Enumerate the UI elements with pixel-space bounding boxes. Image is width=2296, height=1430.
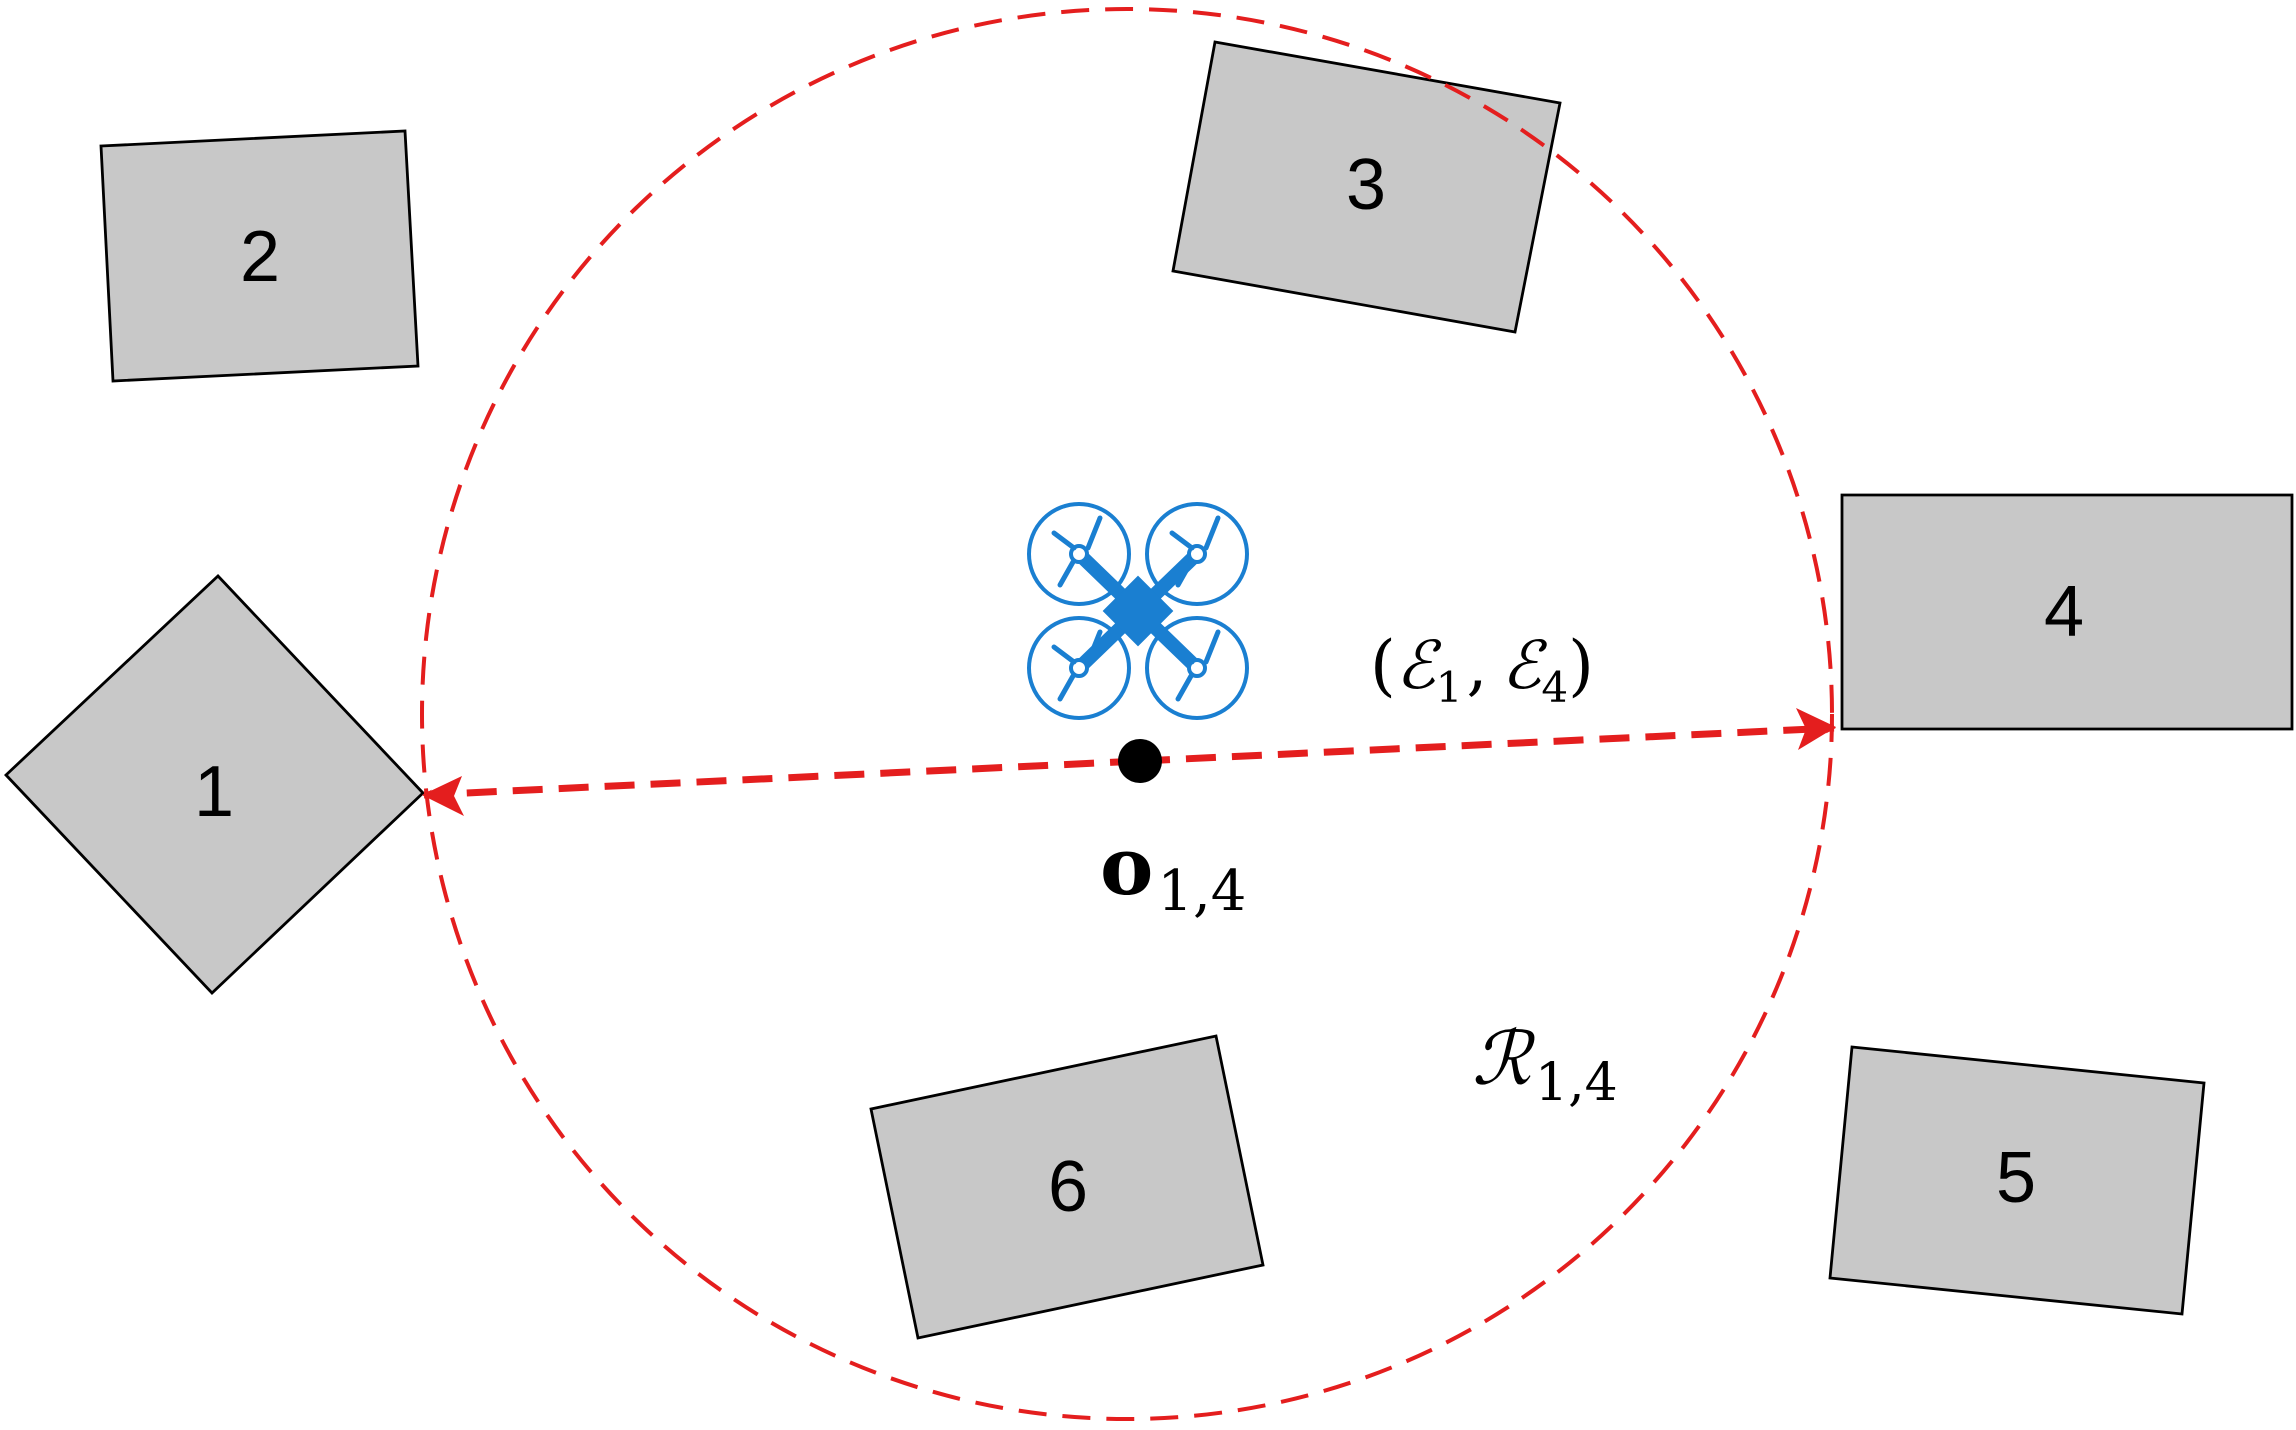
obstacle-2: 2 [99, 129, 420, 383]
obstacle-1-label: 1 [194, 752, 234, 832]
obstacle-5-label: 5 [1996, 1138, 2036, 1218]
pair-label: (ℰ1,ℰ4) [1370, 627, 1594, 712]
obstacle-4-label: 4 [2044, 572, 2084, 652]
obstacle-3-label: 3 [1346, 145, 1386, 225]
center-point [1118, 739, 1162, 783]
region-circle [420, 7, 1834, 1421]
diameter-arrow [1139, 723, 1836, 765]
diameter-arrow-left [422, 757, 1141, 800]
quadcopter-drone-icon [1027, 502, 1249, 720]
obstacle-6: 6 [869, 1034, 1265, 1340]
center-label: o1,4 [1100, 819, 1246, 924]
obstacle-6-label: 6 [1048, 1147, 1088, 1227]
arrowhead-left [422, 776, 464, 816]
arrowhead-right [1796, 708, 1836, 750]
obstacle-1: 1 [4, 574, 425, 995]
region-label: ℛ1,4 [1472, 1016, 1618, 1113]
obstacle-2-label: 2 [240, 217, 280, 297]
obstacle-5: 5 [1828, 1045, 2206, 1316]
obstacle-4: 4 [1840, 493, 2294, 731]
obstacle-3: 3 [1171, 40, 1562, 334]
